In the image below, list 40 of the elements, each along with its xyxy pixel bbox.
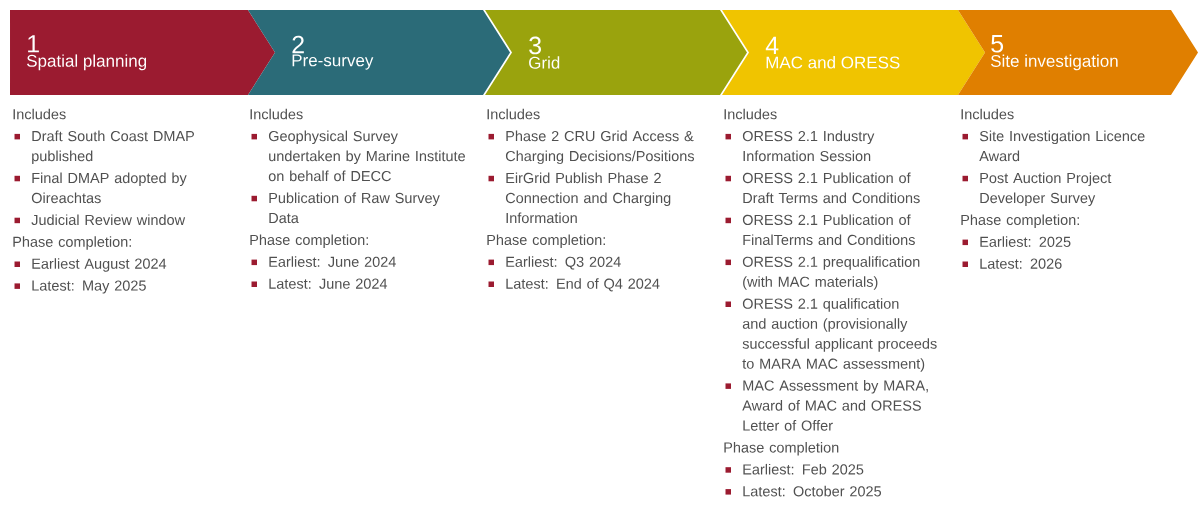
- list-item: ORESS 2.1 prequalification (with MAC materials): [742, 256, 920, 290]
- list-item: Publication of Raw Survey Data: [269, 192, 440, 224]
- list-item: Final DMAP adopted by Oireachtas: [31, 172, 187, 204]
- list-heading: Phase completion:: [961, 214, 1079, 228]
- list-item: Site Investigation Licence Award: [979, 130, 1145, 162]
- list-item: ORESS 2.1 Publication of Draft Terms and Conditions: [742, 172, 920, 204]
- list-item: Geophysical Survey undertaken by Marine Institute on behalf of DECC: [268, 130, 465, 182]
- list-heading: Phase completion:: [250, 234, 368, 248]
- list-item: MAC Assessment by MARA, Award of MAC and ORESS Letter of Offer: [742, 380, 928, 431]
- list-item: Earliest: June 2024: [269, 256, 396, 267]
- list-item: Latest: May 2025: [32, 280, 146, 294]
- list-heading: Includes: [961, 108, 1014, 120]
- list-item: ORESS 2.1 Publication of FinalTerms and Conditions: [742, 214, 915, 246]
- phase-banner: 3 Grid: [485, 10, 747, 95]
- list-item: Latest: October 2025: [743, 485, 882, 497]
- list-heading: Includes: [487, 108, 540, 120]
- list-item: Earliest: Q3 2024: [506, 256, 621, 270]
- list-item: ORESS 2.1 Industry Information Session: [742, 130, 875, 162]
- list-item: ORESS 2.1 qualification and auction (provisionally successful applicant proceeds to MARA MAC assessment): [742, 298, 937, 372]
- list-item: Latest: 2026: [980, 258, 1062, 269]
- phase-banner: 2 Pre-survey: [248, 10, 510, 95]
- list-heading: Includes: [250, 108, 303, 120]
- list-item: Judicial Review window: [31, 214, 186, 226]
- list-item: EirGrid Publish Phase 2 Connection and Charging Information: [505, 172, 671, 224]
- list-item: Latest: End of Q4 2024: [506, 278, 660, 292]
- list-heading: Phase completion: [724, 442, 839, 456]
- list-heading: Includes: [13, 108, 66, 120]
- list-heading: Includes: [724, 108, 777, 120]
- list-heading: Phase completion:: [13, 236, 131, 250]
- phase-banner: 4 MAC and ORESS: [722, 10, 985, 95]
- phase-banner: 1 Spatial planning: [10, 10, 275, 95]
- list-heading: Phase completion:: [487, 234, 605, 248]
- list-item: Earliest August 2024: [32, 258, 167, 272]
- list-item: Earliest: Feb 2025: [743, 463, 864, 475]
- list-item: Latest: June 2024: [269, 278, 388, 289]
- list-item: Earliest: 2025: [980, 236, 1071, 247]
- list-item: Post Auction Project Developer Survey: [980, 172, 1112, 206]
- phase-banner: 5 Site investigation: [958, 10, 1198, 95]
- list-item: Draft South Coast DMAP published: [32, 130, 194, 165]
- list-item: Phase 2 CRU Grid Access & Charging Decisions/Positions: [505, 130, 695, 165]
